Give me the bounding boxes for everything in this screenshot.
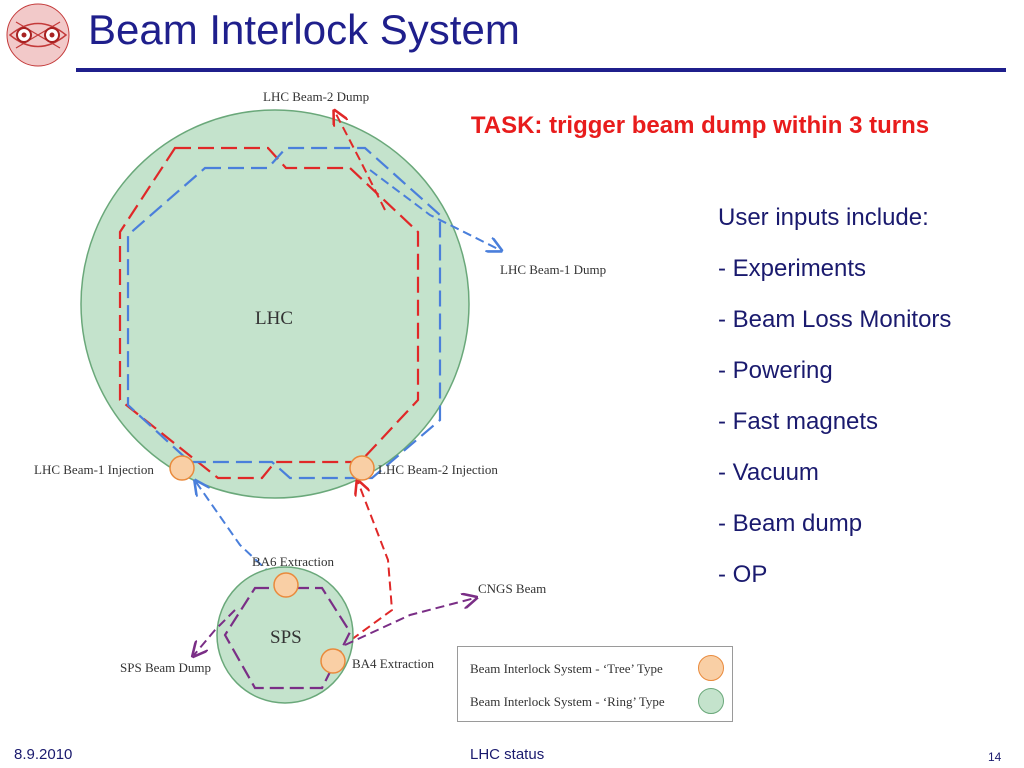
beam1-dump-arrow: [369, 169, 500, 250]
input-item: - OP: [718, 561, 768, 588]
sps-beam-dump-label: SPS Beam Dump: [120, 660, 211, 675]
title-divider: [76, 68, 1006, 72]
ba4-extraction-label: BA4 Extraction: [352, 656, 434, 671]
tree-type-swatch: [698, 655, 724, 681]
beam1-transfer-line: [196, 482, 273, 576]
sps-beam-dump-arrow: [194, 609, 236, 655]
lhc-label: LHC: [255, 308, 293, 329]
sps-ring: [216, 566, 354, 704]
beam2-dump-arrow: [335, 112, 386, 211]
user-inputs-list: User inputs include: - Experiments - Bea…: [718, 204, 951, 612]
input-item: - Beam dump: [718, 510, 863, 537]
legend-ring-label: Beam Interlock System - ‘Ring’ Type: [470, 694, 665, 709]
legend-box: Beam Interlock System - ‘Tree’ Type Beam…: [457, 646, 733, 722]
slide-title: Beam Interlock System: [88, 6, 520, 53]
ba6-extraction-node: [273, 572, 299, 598]
beam2-injection-node: [349, 455, 375, 481]
beam1-dump-label: LHC Beam-1 Dump: [500, 262, 606, 277]
beam2-transfer-line: [339, 482, 394, 649]
beam2-injection-label: LHC Beam-2 Injection: [378, 462, 498, 477]
beam1-path: [126, 146, 442, 480]
inputs-heading: User inputs include:: [718, 204, 929, 231]
input-item: - Experiments: [718, 255, 867, 282]
cngs-beam-arrow: [344, 598, 475, 646]
sps-label: SPS: [270, 627, 302, 648]
lhc-logo-icon: [6, 3, 70, 67]
input-item: - Vacuum: [718, 459, 819, 486]
ba4-extraction-node: [320, 648, 346, 674]
input-item: - Powering: [718, 357, 833, 384]
cngs-beam-label: CNGS Beam: [478, 581, 546, 596]
task-statement: TASK: trigger beam dump within 3 turns: [470, 112, 930, 139]
beam-interlock-diagram: LHC Beam-2 Dump LHC Beam-1 Dump LHC LHC …: [34, 89, 606, 704]
footer-date: 8.9.2010: [14, 746, 73, 763]
page-number: 14: [988, 750, 1002, 764]
input-item: - Beam Loss Monitors: [718, 306, 952, 333]
beam1-injection-node: [169, 455, 195, 481]
footer-title: LHC status: [470, 746, 545, 763]
ring-type-swatch: [698, 688, 724, 714]
legend-tree-label: Beam Interlock System - ‘Tree’ Type: [470, 661, 663, 676]
ba6-extraction-label: BA6 Extraction: [252, 554, 334, 569]
beam2-dump-label: LHC Beam-2 Dump: [263, 89, 369, 104]
sps-beam-path: [223, 586, 352, 690]
lhc-ring: [80, 109, 470, 499]
input-item: - Fast magnets: [718, 408, 879, 435]
beam1-injection-label: LHC Beam-1 Injection: [34, 462, 154, 477]
